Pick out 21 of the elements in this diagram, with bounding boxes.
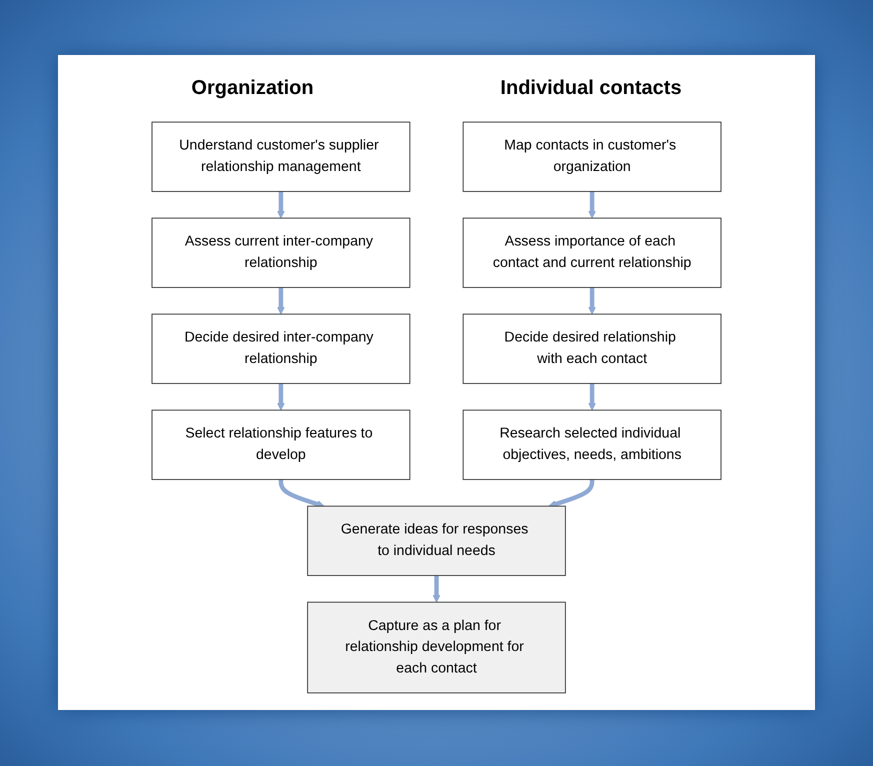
node-box: Research selected individual objectives, needs, ambitions	[462, 410, 722, 480]
arrow	[278, 480, 324, 508]
arrow	[548, 480, 594, 508]
arrow	[277, 191, 285, 218]
node-box: Understand customer's supplier relationship management	[152, 122, 410, 192]
node-box: Capture as a plan for relationship development for each contact	[307, 602, 566, 694]
node-box: Select relationship features to develop	[152, 410, 410, 480]
column-heading: Organization	[191, 77, 314, 100]
node-box: Generate ideas for responses to individual needs	[307, 506, 566, 576]
arrow	[588, 287, 596, 314]
node-box: Decide desired inter-company relationship	[152, 314, 410, 384]
node-box: Assess current inter-company relationship	[152, 218, 410, 288]
node-box: Map contacts in customer's organization	[462, 122, 722, 192]
arrow	[588, 191, 596, 218]
arrow	[277, 287, 285, 314]
arrow	[588, 384, 596, 411]
node-box: Decide desired relationship with each contact	[462, 314, 722, 384]
arrow	[277, 384, 285, 411]
node-box: Assess importance of each contact and current relationship	[462, 218, 722, 288]
arrow	[432, 576, 440, 603]
column-heading: Individual contacts	[500, 77, 682, 100]
